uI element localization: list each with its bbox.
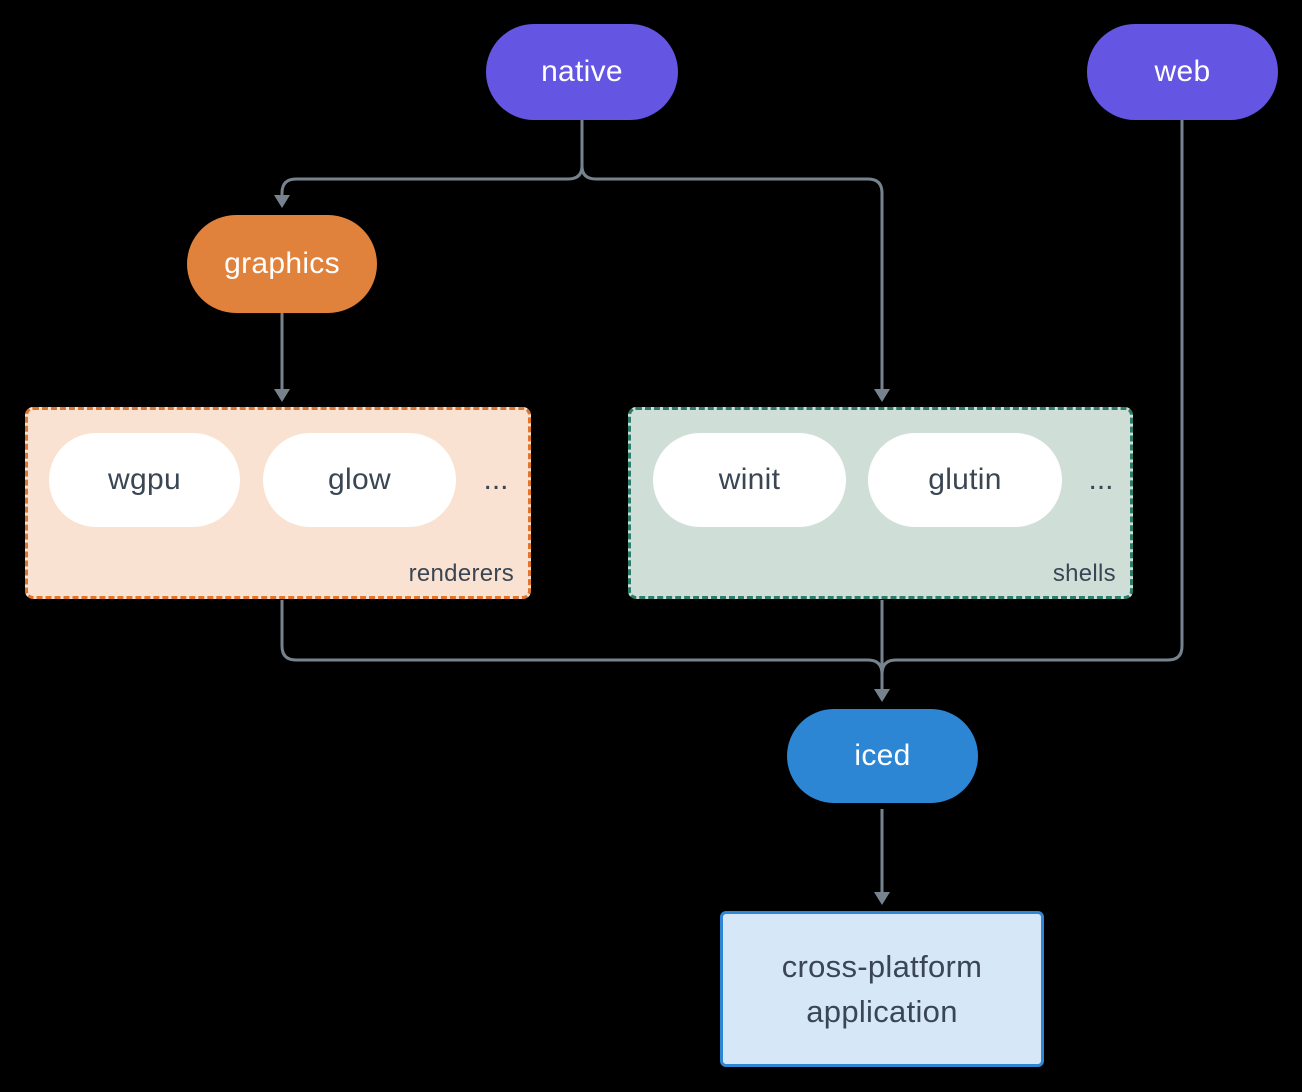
application-label-line2: application bbox=[806, 994, 958, 1029]
shells-group-label: shells bbox=[1052, 560, 1116, 587]
node-wgpu-label: wgpu bbox=[108, 463, 181, 496]
node-graphics: graphics bbox=[187, 215, 377, 313]
node-winit-label: winit bbox=[718, 463, 781, 496]
arrowhead-to-renderers bbox=[274, 389, 290, 402]
node-glutin-label: glutin bbox=[928, 463, 1002, 496]
node-glow-label: glow bbox=[328, 463, 391, 496]
renderers-ellipsis: ... bbox=[483, 463, 509, 496]
arrowhead-to-shells bbox=[874, 389, 890, 402]
node-cross-platform-application: cross-platform application bbox=[720, 911, 1044, 1067]
shells-ellipsis: ... bbox=[1088, 463, 1114, 496]
edge-native-to-shells bbox=[580, 165, 884, 390]
node-native-label: native bbox=[541, 55, 623, 88]
arrowhead-to-graphics bbox=[274, 195, 290, 208]
arrowhead-to-iced bbox=[874, 689, 890, 702]
node-iced: iced bbox=[787, 709, 978, 803]
arrowhead-to-application bbox=[874, 892, 890, 905]
renderers-group-label: renderers bbox=[408, 560, 514, 587]
node-web-label: web bbox=[1154, 55, 1211, 88]
group-renderers: wgpu glow ... renderers bbox=[25, 407, 531, 599]
group-shells: winit glutin ... shells bbox=[628, 407, 1133, 599]
node-native: native bbox=[486, 24, 678, 120]
node-winit: winit bbox=[653, 433, 846, 527]
node-wgpu: wgpu bbox=[49, 433, 240, 527]
node-glutin: glutin bbox=[868, 433, 1062, 527]
edge-renderers-to-merge bbox=[280, 600, 884, 675]
edge-native-to-graphics bbox=[280, 165, 584, 196]
node-web: web bbox=[1087, 24, 1278, 120]
node-graphics-label: graphics bbox=[224, 247, 340, 280]
edge-web-to-merge bbox=[880, 120, 1184, 675]
node-glow: glow bbox=[263, 433, 456, 527]
application-label-line1: cross-platform bbox=[781, 949, 983, 984]
node-iced-label: iced bbox=[854, 739, 911, 772]
